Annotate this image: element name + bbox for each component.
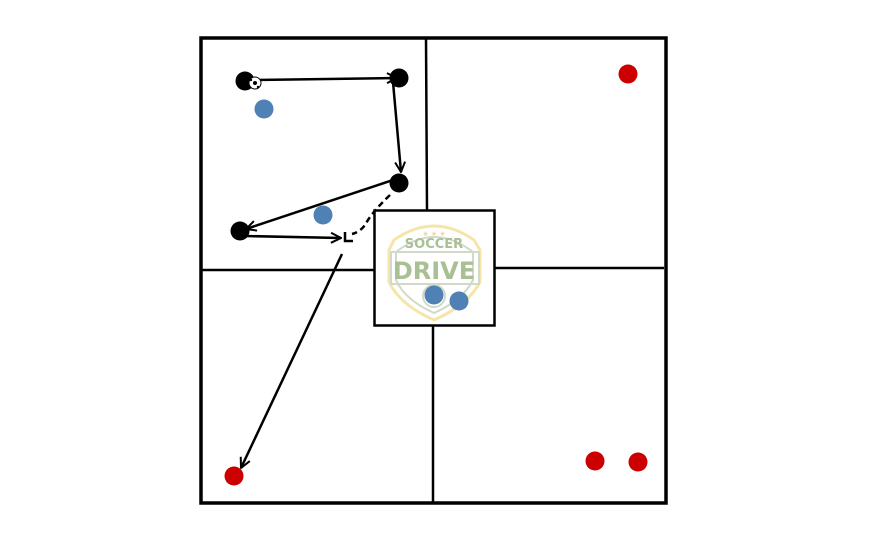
target-player: [224, 466, 244, 486]
defender-player: [313, 205, 333, 225]
logo-text-soccer: SOCCER: [405, 237, 463, 252]
pass-arrow: [241, 253, 344, 468]
pass-arrow: [244, 236, 341, 238]
attacker-player: [389, 68, 409, 88]
attacker-player: [230, 221, 250, 241]
svg-text:★ ★ ★: ★ ★ ★: [422, 230, 445, 238]
pass-arrow: [246, 177, 397, 229]
logo-text-drive: DRIVE: [393, 257, 475, 285]
pass-arrow: [254, 78, 397, 80]
check-run-mark: [343, 232, 353, 243]
pass-arrow: [391, 81, 401, 172]
ball-icon: [248, 76, 262, 90]
defender-player: [449, 291, 469, 311]
run-path-dashed: [351, 194, 391, 236]
logo-text: SOCCER DRIVE: [393, 237, 475, 285]
attacker-player: [389, 173, 409, 193]
defender-player: [254, 99, 274, 119]
target-player: [618, 64, 638, 84]
target-player: [585, 451, 605, 471]
defender-player: [424, 285, 444, 305]
target-player: [628, 452, 648, 472]
grid-line: [424, 37, 429, 211]
